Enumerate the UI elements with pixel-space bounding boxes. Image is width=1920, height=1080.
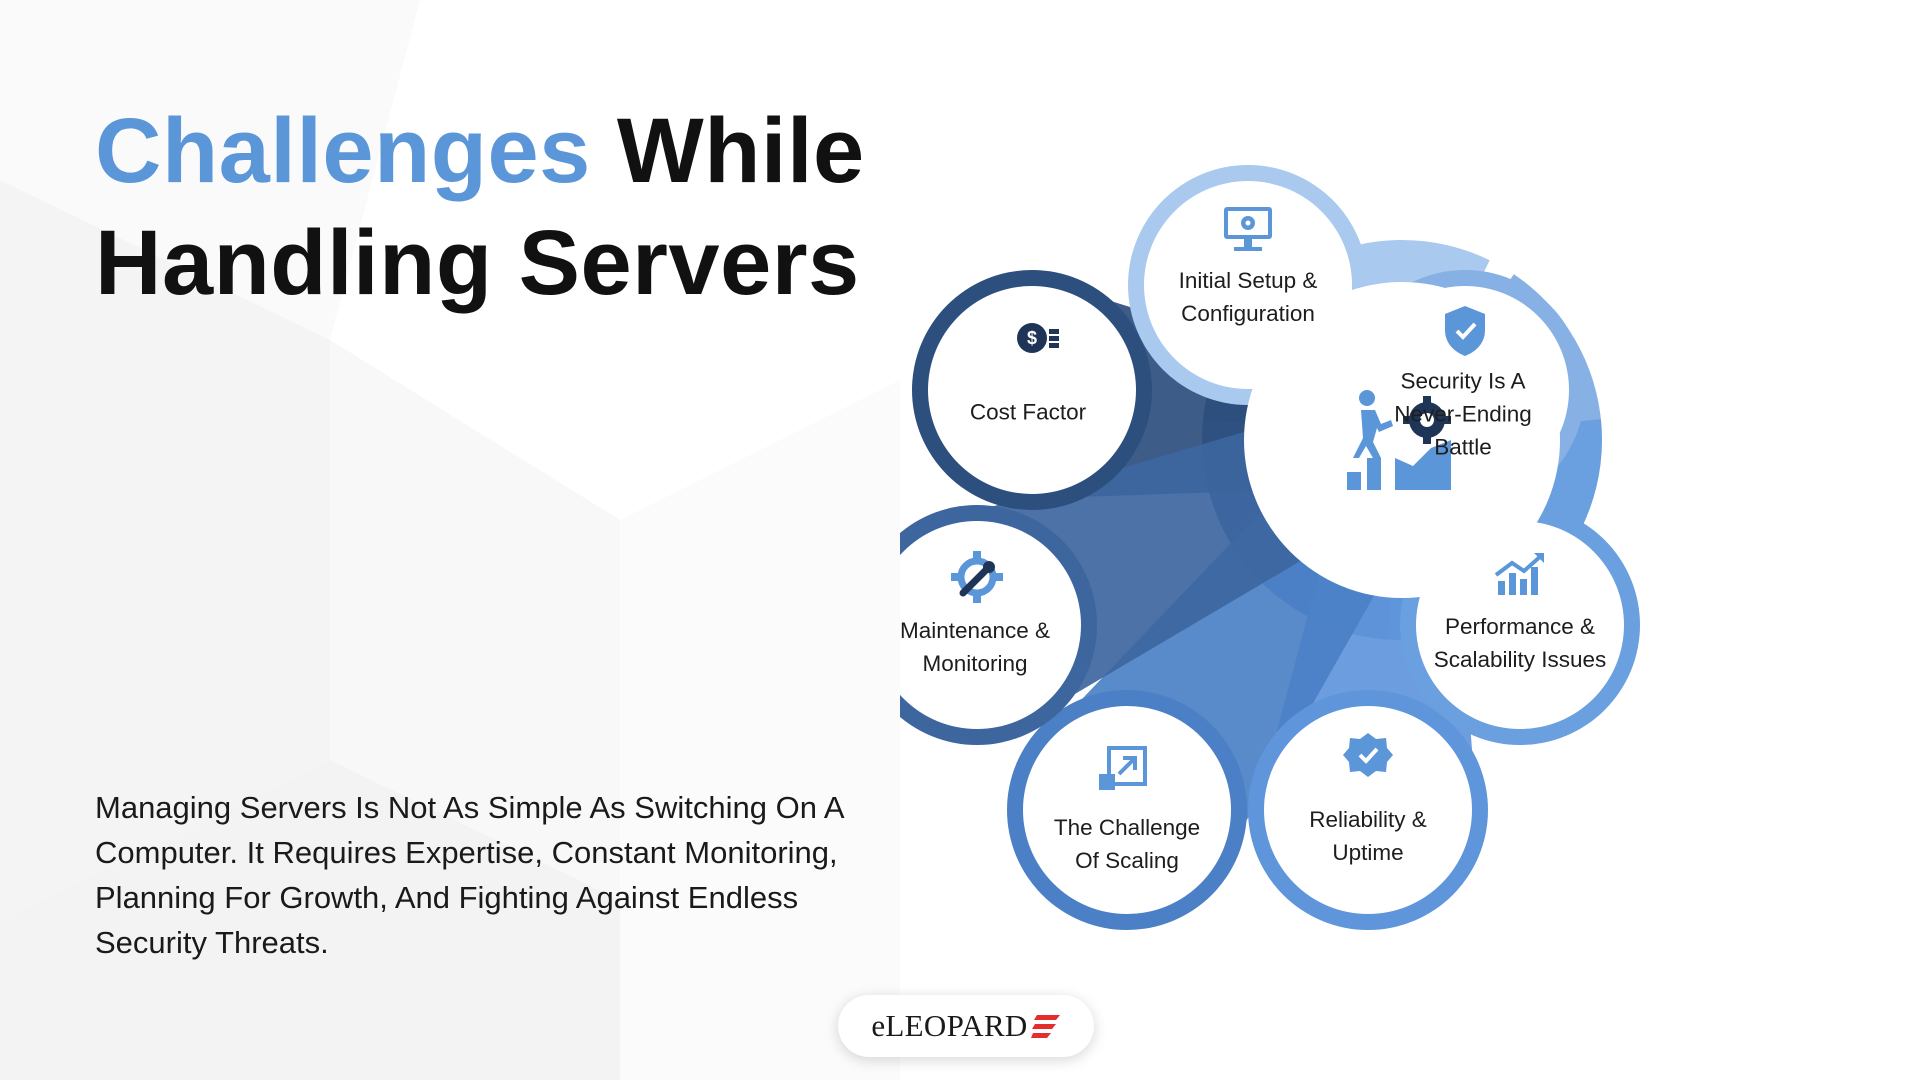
verified-badge-icon [1343,733,1393,777]
petal-face [1264,706,1472,914]
wrench-gear-icon [951,551,1003,603]
title-accent: Challenges [95,100,591,202]
monitor-gear-icon [1224,207,1272,251]
logo-badge: eLEOPARD [838,995,1094,1057]
petal-face [928,286,1136,494]
description: Managing Servers Is Not As Simple As Swi… [95,790,843,960]
title-rest: While [616,100,865,202]
svg-text:$: $ [1027,328,1037,348]
diagram-graphic: $ [857,165,1640,930]
petal-face [1023,706,1231,914]
title-line2: Handling Servers [95,212,860,314]
growth-chart-icon [1494,553,1544,595]
hub-core [1244,282,1560,598]
dollar-coins-icon: $ [1017,323,1059,353]
page-title: Challenges While Handling Servers [95,95,865,319]
shield-check-icon [1445,306,1485,356]
petal-face [873,521,1081,729]
scale-up-icon [1099,746,1147,790]
logo-mark-icon [1030,1015,1060,1038]
growth-gear-icon [1347,390,1451,490]
logo-text: eLEOPARD [871,1008,1028,1043]
